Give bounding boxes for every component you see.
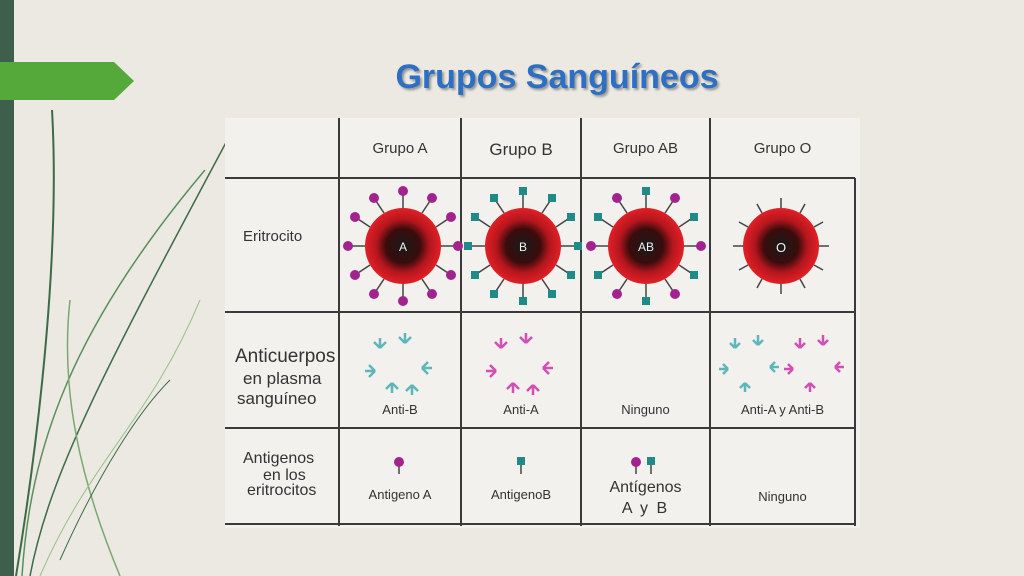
row-label-eritrocito: Eritrocito (243, 228, 303, 245)
caption-anti-a: Anti-A (503, 402, 539, 417)
header-grupo-b: Grupo B (489, 140, 553, 159)
blood-group-table: Grupo A Grupo B Grupo AB Grupo O Eritroc… (225, 118, 860, 528)
antibodies-anti-b (365, 333, 432, 395)
antigen-b-marker (517, 457, 525, 474)
rbc-label-b: B (518, 240, 527, 254)
caption-ninguno-anticuerpos: Ninguno (621, 402, 670, 417)
caption-antigeno-b: AntigenoB (491, 487, 551, 502)
antigen-a-marker (394, 457, 404, 474)
decorative-leaves (15, 109, 239, 576)
left-accent-bar (0, 0, 14, 576)
antibodies-anti-b-group-o (719, 335, 779, 392)
rbc-label-a: A (398, 240, 407, 254)
rbc-label-ab: AB (637, 240, 654, 254)
row-label-anticuerpos-2: en plasma (243, 369, 322, 388)
erythrocyte-b (464, 187, 582, 305)
rbc-label-o: O (775, 240, 787, 255)
caption-anti-a-y-anti-b: Anti-A y Anti-B (740, 402, 825, 417)
table-drawing (225, 118, 856, 526)
antibodies-anti-a (486, 333, 553, 395)
header-grupo-o: Grupo O (753, 140, 812, 157)
title-arrow-flag (0, 62, 134, 100)
header-grupo-a: Grupo A (372, 140, 428, 157)
row-label-anticuerpos-3: sanguíneo (237, 389, 317, 408)
antibodies-anti-a-group-o (784, 335, 844, 392)
caption-antigeno-a: Antigeno A (368, 487, 432, 502)
row-label-anticuerpos-1: Anticuerpos (235, 346, 336, 367)
erythrocyte-a (343, 186, 463, 306)
erythrocyte-ab (586, 187, 706, 305)
row-label-antigenos-1: Antigenos (243, 450, 315, 467)
erythrocyte-o (733, 198, 829, 294)
row-label-antigenos-2: en los (263, 467, 306, 484)
page-title: Grupos Sanguíneos (395, 58, 719, 96)
caption-antigenos-ab-2: A y B (621, 500, 670, 517)
caption-anti-b: Anti-B (382, 402, 418, 417)
header-grupo-ab: Grupo AB (612, 140, 679, 157)
caption-antigenos-ab-1: Antígenos (609, 479, 682, 496)
row-label-antigenos-3: eritrocitos (247, 482, 317, 499)
caption-ninguno-antigenos: Ninguno (758, 489, 807, 504)
antigen-ab-markers (631, 457, 655, 474)
